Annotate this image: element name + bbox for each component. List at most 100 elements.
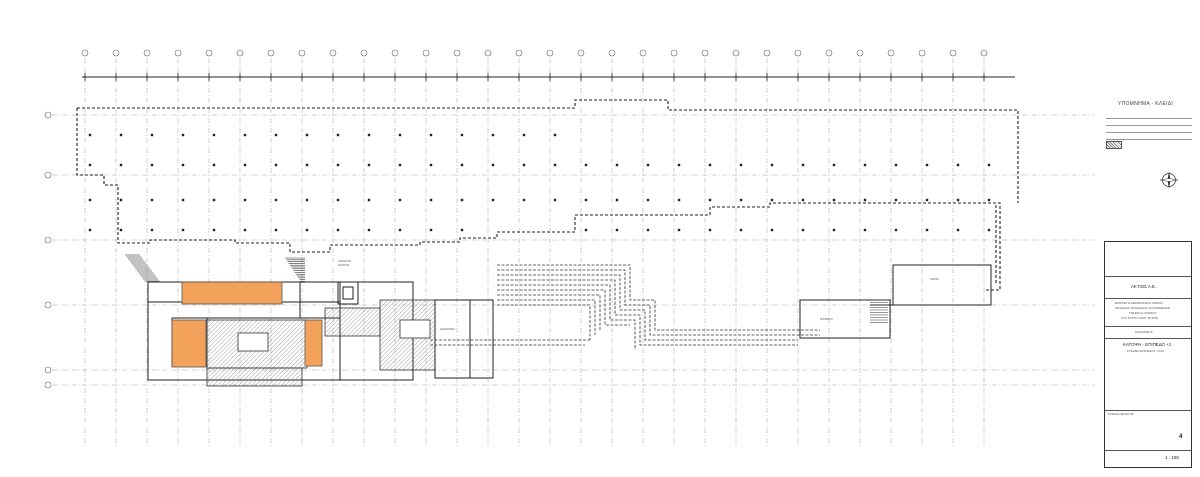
grid-bubble [422,49,430,57]
column-marker [739,228,743,232]
column-marker [553,163,557,167]
column-marker [460,133,464,137]
column-marker [832,163,836,167]
column-marker [615,198,619,202]
title-block-type: ΣΧΕΔΙΑ ΜΕΛΕΤΗΣ 4 [1105,410,1191,451]
column-marker [212,228,216,232]
grid-bubble [205,49,213,57]
column-marker [88,198,92,202]
grid-bubble [794,49,802,57]
scale: 1 : 100 [1165,455,1179,460]
grid-bubble [143,49,151,57]
column-marker [243,198,247,202]
grid-bubble [360,49,368,57]
title-block: ΑΚΤΙΟΣ Α.Ε. ΕΠΙΣΚΕΥΗ ΔΙΑΜΟΡΦΩΣΗ ΧΩΡΩΝ ΜΟ… [1104,241,1192,468]
column-marker [553,198,557,202]
grid-bubble [453,49,461,57]
legend-title: ΥΠΟΜΝΗΜΑ - ΚΛΕΙΔΙ [1118,101,1174,107]
column-marker [894,228,898,232]
column-marker [770,228,774,232]
column-marker [150,228,154,232]
column-marker [677,198,681,202]
column-marker [770,163,774,167]
column-marker [739,163,743,167]
column-grid [52,58,1095,448]
column-marker [150,133,154,137]
column-marker [274,228,278,232]
grid-bubble [391,49,399,57]
column-marker [832,198,836,202]
column-marker [894,198,898,202]
column-marker [646,228,650,232]
column-marker [367,133,371,137]
column-marker [739,198,743,202]
column-marker [181,198,185,202]
column-marker [522,163,526,167]
column-marker [708,198,712,202]
project-status: ΔΙΑΝΟΜΕΥΣ [1135,330,1153,334]
column-marker [584,198,588,202]
column-marker [212,163,216,167]
column-marker [615,228,619,232]
grid-bubble [44,171,52,179]
legend-hatch-swatch [1106,141,1122,149]
column-marker [522,198,526,202]
column-marker [801,228,805,232]
column-marker [429,198,433,202]
grid-bubble [484,49,492,57]
project-line: ΤΜΗΜΑ Ε ΟΡΟΦΟΥ [1129,311,1157,315]
column-marker [305,198,309,202]
building-outline-upper [76,99,1019,291]
column-marker [522,133,526,137]
column-marker [243,163,247,167]
column-marker [119,198,123,202]
sheet-number: 4 [1179,434,1183,440]
legend-row [1106,132,1192,140]
column-marker [398,198,402,202]
title-block-scale: 1 : 100 [1105,450,1191,468]
column-marker [460,163,464,167]
column-marker [894,163,898,167]
grid-bubble [887,49,895,57]
column-marker [181,163,185,167]
grid-bubble [44,236,52,244]
project-line: ΣΤΟ ΚΤΙΡΙΟ ΟΔΟΥ ΒΥΡΩΝ [1121,316,1159,320]
grid-bubble [701,49,709,57]
column-marker [832,228,836,232]
column-marker [801,163,805,167]
column-marker [987,228,991,232]
column-marker [274,163,278,167]
grid-bubble [918,49,926,57]
column-marker [956,163,960,167]
grid-bubble [639,49,647,57]
sheet-subtitle: ΣΤΑΘΜΗ ΕΠΙΠΕΔΟΥ +5.00 [1127,349,1164,353]
grid-bubble [44,111,52,119]
svg-text:ΔΙΑΔΡΟΜΟΣ: ΔΙΑΔΡΟΜΟΣ [440,328,455,331]
column-marker [243,133,247,137]
column-marker [925,163,929,167]
column-marker [150,163,154,167]
grid-bubbles [44,49,988,389]
grid-bubble [763,49,771,57]
column-marker [925,198,929,202]
grid-bubble [174,49,182,57]
svg-text:ΧΩΡΟΣ: ΧΩΡΟΣ [930,278,939,281]
column-marker [429,163,433,167]
title-block-sheet: ΚΑΤΟΨΗ - ΕΠΙΠΕΔΟ +1 ΣΤΑΘΜΗ ΕΠΙΠΕΔΟΥ +5.0… [1105,338,1191,411]
project-line: ΜΟΝΑΔΑΣ ΝΟΣΗΛΕΙΑΣ ΗΛΙΚΙΩΜΕΝΩΝ [1115,306,1170,310]
grid-bubble [515,49,523,57]
column-marker [460,228,464,232]
column-marker [584,228,588,232]
column-marker [305,163,309,167]
stairs [125,254,888,323]
column-marker [274,133,278,137]
column-marker [119,228,123,232]
legend-row [1106,125,1192,133]
column-marker [398,163,402,167]
column-marker [925,228,929,232]
column-marker [863,228,867,232]
title-block-consultant [1105,242,1191,277]
ramp-outline [430,264,820,350]
column-marker [956,228,960,232]
column-marker [336,163,340,167]
